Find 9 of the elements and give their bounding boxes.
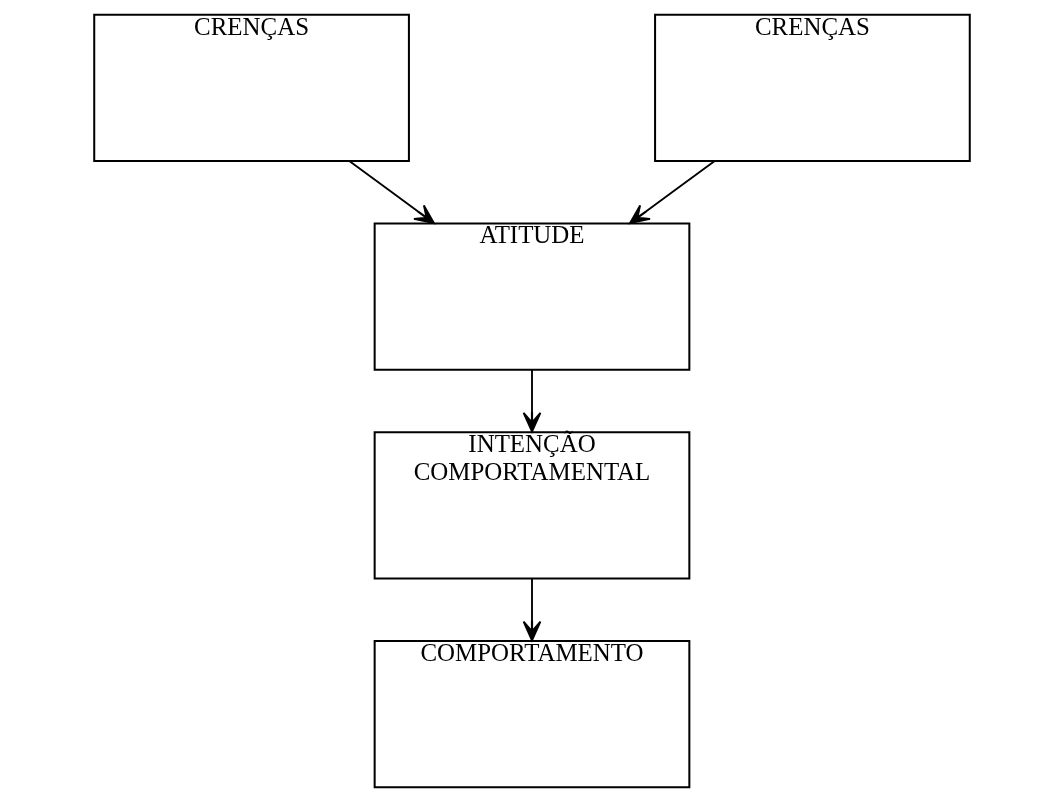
arrow xyxy=(522,369,542,433)
node-box: CRENÇAS xyxy=(654,13,971,163)
node-box: COMPORTAMENTO xyxy=(373,639,691,789)
arrow xyxy=(522,577,542,642)
arrow xyxy=(348,160,435,225)
node-box: CRENÇAS xyxy=(93,13,410,163)
node-box: ATITUDE xyxy=(373,222,691,371)
arrow xyxy=(629,160,716,225)
node-box: INTENÇÃO COMPORTAMENTAL xyxy=(373,431,691,580)
